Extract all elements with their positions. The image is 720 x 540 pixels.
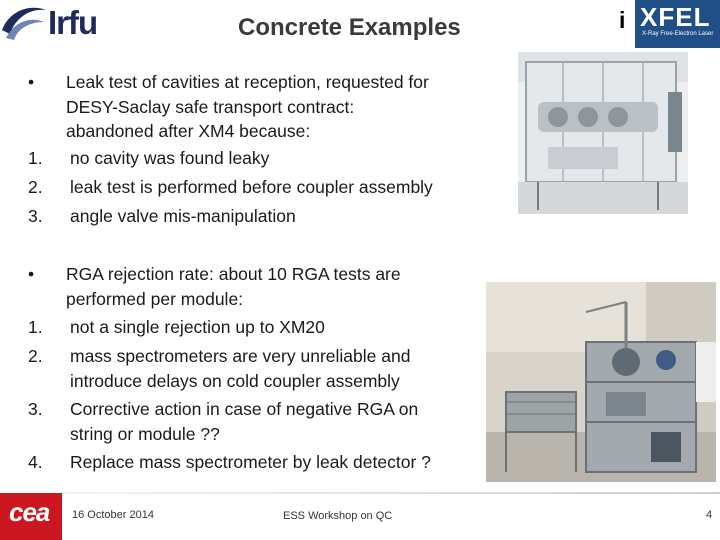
list-item: Corrective action in case of negative RG… bbox=[70, 399, 419, 419]
footer-divider bbox=[62, 492, 720, 494]
test-station-photo bbox=[486, 282, 716, 482]
bullet-marker: • bbox=[28, 72, 35, 92]
list-number: 3. bbox=[28, 399, 43, 419]
xfel-logo-prefix: i bbox=[619, 7, 626, 33]
bullet-text-leak-test: Leak test of cavities at reception, requ… bbox=[66, 72, 429, 92]
list-number: 2. bbox=[28, 346, 43, 366]
list-item: mass spectrometers are very unreliable a… bbox=[70, 346, 411, 366]
list-item: angle valve mis-manipulation bbox=[70, 206, 296, 226]
list-item: no cavity was found leaky bbox=[70, 148, 270, 168]
cea-logo-text: cea bbox=[9, 497, 50, 527]
list-item: not a single rejection up to XM20 bbox=[70, 317, 325, 337]
list-number: 4. bbox=[28, 452, 43, 472]
footer-date: 16 October 2014 bbox=[72, 509, 154, 521]
list-item: leak test is performed before coupler as… bbox=[70, 177, 433, 197]
xfel-logo bbox=[635, 0, 720, 48]
bullet-text-cont: performed per module: bbox=[66, 289, 244, 309]
bullet-marker: • bbox=[28, 264, 35, 284]
cleanroom-photo bbox=[518, 52, 688, 214]
cea-logo bbox=[0, 493, 62, 540]
page-number: 4 bbox=[706, 509, 713, 521]
irfu-logo-text: Irfu bbox=[48, 4, 98, 41]
list-number: 1. bbox=[28, 317, 43, 337]
footer-event: ESS Workshop on QC bbox=[283, 510, 393, 522]
list-item-cont: introduce delays on cold coupler assembl… bbox=[70, 371, 400, 391]
bullet-text-cont: DESY-Saclay safe transport contract: bbox=[66, 97, 355, 117]
slide-title: Concrete Examples bbox=[238, 14, 461, 41]
xfel-logo-tagline: X-Ray Free-Electron Laser bbox=[642, 31, 714, 37]
list-item-cont: string or module ?? bbox=[70, 424, 220, 444]
list-item: Replace mass spectrometer by leak detect… bbox=[70, 452, 431, 472]
list-number: 1. bbox=[28, 148, 43, 168]
list-number: 2. bbox=[28, 177, 43, 197]
xfel-logo-text: XFEL bbox=[640, 2, 711, 32]
irfu-logo bbox=[0, 0, 110, 44]
bullet-text-rga: RGA rejection rate: about 10 RGA tests a… bbox=[66, 264, 401, 284]
irfu-swirl-icon bbox=[2, 7, 46, 40]
list-number: 3. bbox=[28, 206, 43, 226]
bullet-text-cont: abandoned after XM4 because: bbox=[66, 121, 311, 141]
